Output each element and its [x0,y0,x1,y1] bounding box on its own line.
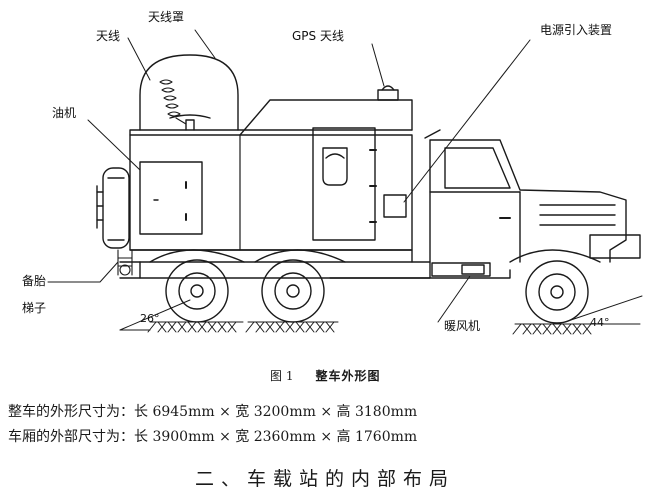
radome [139,54,239,131]
cabin-body [129,134,413,251]
truck-cab [424,129,641,263]
side-door [312,127,376,241]
label-antenna: 天线 [96,29,120,43]
caption-title: 整车外形图 [315,369,381,383]
rear-wheel-1 [165,259,229,323]
approach-angle-line [564,295,643,323]
label-ladder: 梯子 [22,301,46,315]
power-inlet-box [383,194,407,218]
spec-vehicle-dimensions: 整车的外形尺寸为：长 6945mm × 宽 3200mm × 高 3180mm [8,404,418,420]
spec-cabin-dimensions: 车厢的外部尺寸为：长 3900mm × 宽 2360mm × 高 1760mm [8,429,418,445]
label-angle-front: 44° [590,316,610,329]
vehicle-exterior-figure: 天线罩 天线 GPS 天线 电源引入装置 油机 备胎 梯子 暖风机 26° 44… [22,10,643,335]
caption-number: 图 1 [270,369,294,383]
label-angle-rear: 26° [140,312,160,325]
spare-tire [96,167,130,249]
generator-hatch [139,161,203,235]
label-power-inlet: 电源引入装置 [540,23,612,37]
ground-hatch-rear [147,321,339,333]
label-heater: 暖风机 [444,319,480,333]
chassis-frame [119,261,431,279]
ground-hatch-front [512,323,601,335]
label-generator: 油机 [52,106,76,120]
label-spare-tire: 备胎 [22,274,46,288]
label-gps-antenna: GPS 天线 [292,29,344,43]
figure-caption: 图 1 整车外形图 [270,367,380,384]
label-antenna-cover: 天线罩 [148,10,184,24]
departure-angle-line [119,299,191,331]
rear-wheel-2 [261,259,325,323]
section-heading: 二、车载站的内部布局 [195,468,456,490]
leader-lines [47,29,531,323]
antenna-coil [159,79,187,125]
gps-antenna [377,89,399,101]
heater-unit [431,262,491,277]
front-wheel [525,260,589,324]
